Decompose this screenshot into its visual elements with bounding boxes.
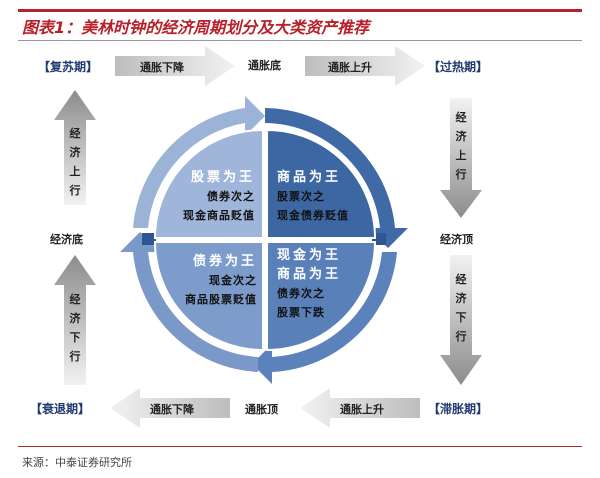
economy-down-left: 经济下行	[69, 293, 81, 363]
right-down-arrow	[440, 255, 482, 385]
inflation-bottom: 通胀底	[248, 59, 281, 72]
bottom-right-arrow	[300, 388, 420, 428]
quadrant-line: 债券次之	[207, 190, 255, 203]
top-right-arrow	[305, 46, 425, 86]
inflation-falling-bottom: 通胀下降	[150, 403, 194, 416]
quadrant-stagflation: 现金为王 商品为王 债券次之 股票下跌	[277, 246, 367, 322]
quadrant-line: 现金债券贬值	[277, 209, 349, 222]
quadrant-line: 现金次之	[209, 274, 257, 287]
quadrant-line: 股票下跌	[277, 306, 325, 319]
quadrant-head: 商品为王	[277, 170, 342, 185]
source-rule	[18, 446, 582, 447]
quadrant-line: 现金商品贬值	[183, 209, 255, 222]
phase-overheat: 【过热期】	[428, 60, 489, 74]
phase-recession: 【衰退期】	[30, 402, 91, 416]
bottom-left-arrow	[110, 388, 230, 428]
left-up-arrow	[54, 90, 96, 205]
quadrant-recovery: 股票为王 债券次之 现金商品贬值	[170, 168, 255, 225]
quadrant-recession: 债券为王 现金次之 商品股票贬值	[170, 252, 257, 309]
phase-stagflation: 【滞胀期】	[428, 402, 489, 416]
economy-bottom: 经济底	[50, 233, 83, 246]
quadrant-discs	[153, 128, 377, 352]
quadrant-head: 现金为王	[277, 248, 342, 263]
quadrant-overheat: 商品为王 股票次之 现金债券贬值	[277, 168, 367, 225]
inflation-rising-bottom: 通胀上升	[340, 403, 384, 416]
inflation-rising-top: 通胀上升	[328, 61, 372, 74]
quadrant-line: 商品股票贬值	[185, 293, 257, 306]
quadrant-line: 股票次之	[277, 190, 325, 203]
right-up-arrow	[440, 98, 482, 218]
quadrant-head-2: 商品为王	[277, 267, 342, 282]
quadrant-head: 股票为王	[190, 170, 255, 185]
top-left-arrow	[115, 46, 235, 86]
phase-recovery: 【复苏期】	[38, 60, 99, 74]
economy-peak: 经济顶	[440, 233, 473, 246]
source-note: 来源：中泰证券研究所	[22, 456, 132, 469]
economy-up-left: 经济上行	[69, 127, 81, 197]
title-rule	[18, 40, 582, 41]
left-down-arrow	[54, 255, 96, 385]
economy-up-right: 经济上行	[455, 111, 467, 181]
economy-down-right: 经济下行	[455, 273, 467, 343]
cycle-ring	[120, 96, 408, 384]
figure-title: 图表1：美林时钟的经济周期划分及大类资产推荐	[22, 18, 370, 37]
inflation-falling-top: 通胀下降	[140, 61, 184, 74]
quadrant-head: 债券为王	[192, 254, 257, 269]
quadrant-line: 债券次之	[277, 287, 325, 300]
top-rule	[18, 9, 582, 12]
inflation-peak: 通胀顶	[245, 403, 278, 416]
